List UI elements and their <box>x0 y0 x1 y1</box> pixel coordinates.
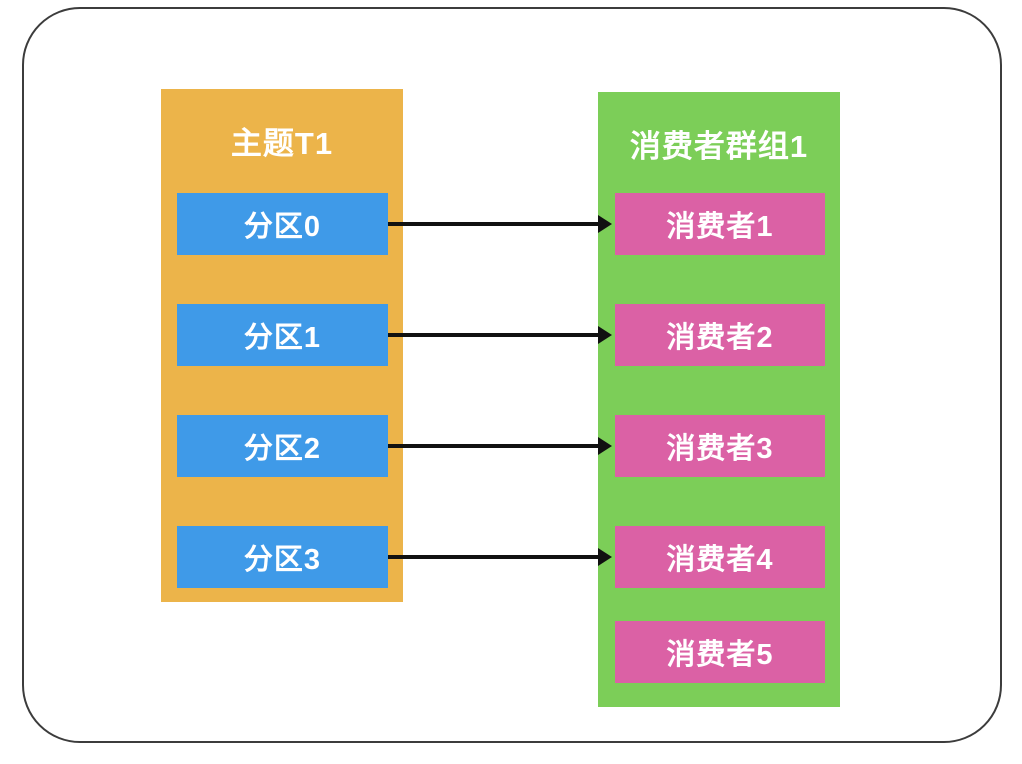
consumer-4-box: 消费者4 <box>615 526 825 588</box>
arrow-partition0-to-consumer1 <box>388 215 612 233</box>
arrow-partition3-to-consumer4 <box>388 548 612 566</box>
topic-t1-container: 主题T1 分区0 分区1 分区2 分区3 <box>161 89 403 602</box>
partition-0-box: 分区0 <box>177 193 388 255</box>
consumer-group-title: 消费者群组1 <box>629 128 809 164</box>
consumer-group-container: 消费者群组1 消费者1 消费者2 消费者3 消费者4 消费者5 <box>598 92 840 707</box>
consumer-1-box: 消费者1 <box>615 193 825 255</box>
arrow-partition2-to-consumer3 <box>388 437 612 455</box>
partition-2-box: 分区2 <box>177 415 388 477</box>
topic-title: 主题T1 <box>230 125 334 161</box>
partition-1-box: 分区1 <box>177 304 388 366</box>
consumer-3-box: 消费者3 <box>615 415 825 477</box>
partition-3-box: 分区3 <box>177 526 388 588</box>
consumer-5-box: 消费者5 <box>615 621 825 683</box>
consumer-2-box: 消费者2 <box>615 304 825 366</box>
arrow-partition1-to-consumer2 <box>388 326 612 344</box>
